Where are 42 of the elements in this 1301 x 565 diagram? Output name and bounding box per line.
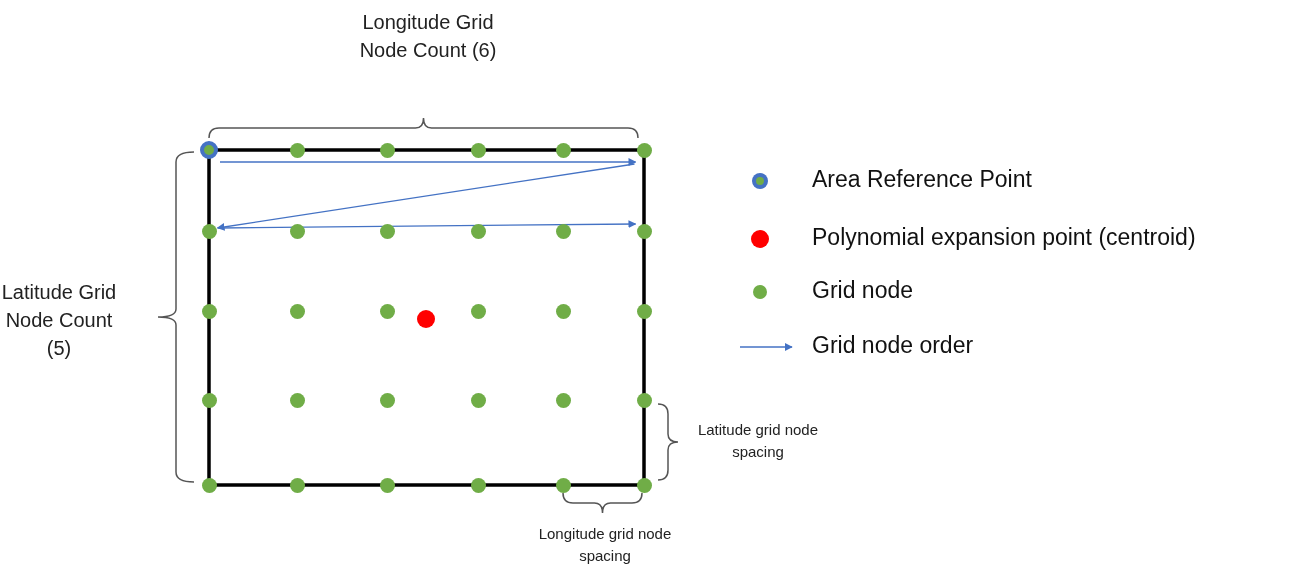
grid-node xyxy=(201,477,217,493)
dimension-label: Latitude grid node spacing xyxy=(696,420,820,462)
grid-node xyxy=(470,477,486,493)
dimension-label: Longitude grid node spacing xyxy=(537,524,673,565)
grid-node xyxy=(379,303,395,319)
grid-node xyxy=(555,142,571,158)
grid-node xyxy=(470,142,486,158)
grid-node xyxy=(289,303,305,319)
grid-node xyxy=(289,142,305,158)
grid-node xyxy=(201,303,217,319)
legend-label: Grid node xyxy=(812,277,913,304)
arrow xyxy=(217,220,637,229)
grid-node xyxy=(289,477,305,493)
grid-node xyxy=(636,477,652,493)
grid-node xyxy=(555,392,571,408)
grid-node xyxy=(470,392,486,408)
arrow xyxy=(219,158,637,166)
grid-node xyxy=(636,303,652,319)
grid-node xyxy=(470,303,486,319)
grid-node xyxy=(201,223,217,239)
grid-node xyxy=(636,142,652,158)
centroid-point xyxy=(417,310,435,328)
arrow xyxy=(216,163,636,231)
grid-node xyxy=(636,223,652,239)
grid-node xyxy=(555,223,571,239)
grid-node xyxy=(555,477,571,493)
grid-node xyxy=(289,223,305,239)
legend-label: Polynomial expansion point (centroid) xyxy=(812,224,1196,251)
grid-node xyxy=(379,392,395,408)
grid-node xyxy=(201,392,217,408)
grid-node xyxy=(470,223,486,239)
dimension-label: Longitude Grid Node Count (6) xyxy=(358,10,498,63)
grid-node xyxy=(555,303,571,319)
grid-node xyxy=(379,223,395,239)
grid-node xyxy=(289,392,305,408)
reference-point xyxy=(200,141,218,159)
legend-label: Area Reference Point xyxy=(812,166,1032,193)
grid-node xyxy=(636,392,652,408)
grid-node xyxy=(379,142,395,158)
dimension-label: Latitude Grid Node Count (5) xyxy=(0,280,118,361)
grid-node xyxy=(379,477,395,493)
legend-label: Grid node order xyxy=(812,332,974,359)
